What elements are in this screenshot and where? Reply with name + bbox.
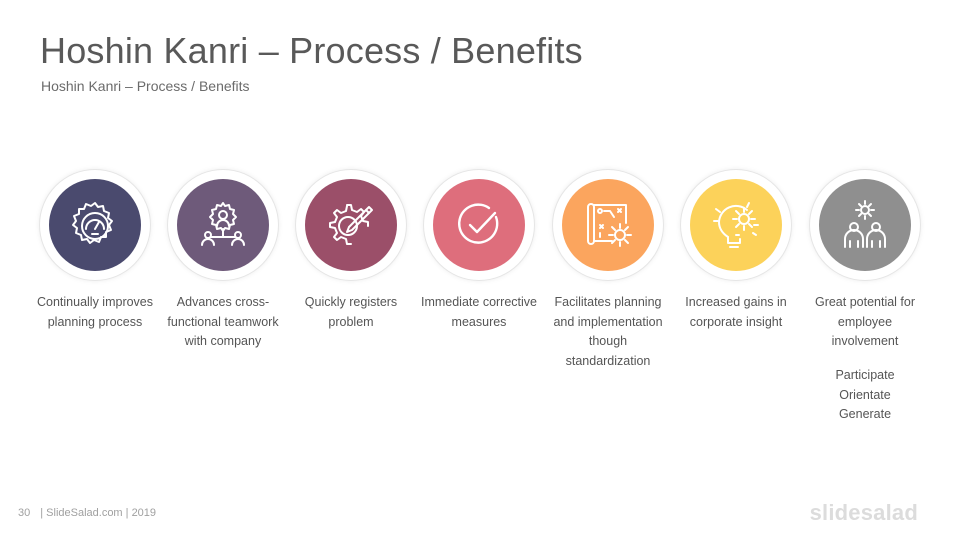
benefit-item-5: Facilitates planning and implementation … bbox=[549, 165, 667, 435]
involvement-item: Participate bbox=[835, 368, 895, 382]
benefit-item-3: Quickly registers problem bbox=[292, 165, 410, 435]
benefit-label: Great potential for employee involvement bbox=[814, 295, 916, 348]
badge-circle bbox=[177, 179, 269, 271]
footer-text: | SlideSalad.com | 2019 bbox=[40, 507, 157, 519]
benefit-item-2: Advances cross-functional teamwork with … bbox=[164, 165, 282, 435]
benefit-label: Quickly registers problem bbox=[304, 295, 398, 329]
badge-circle bbox=[562, 179, 654, 271]
people-gear-icon bbox=[835, 195, 895, 255]
benefit-label: Advances cross-functional teamwork with … bbox=[167, 295, 279, 348]
gear-pencil-icon bbox=[321, 195, 381, 255]
team-network-icon bbox=[193, 195, 253, 255]
lightbulb-gear-icon bbox=[706, 195, 766, 255]
badge-circle bbox=[690, 179, 782, 271]
benefit-badge bbox=[678, 167, 794, 283]
brand-logo: slidesalad bbox=[809, 500, 918, 525]
benefit-label: Increased gains in corporate insight bbox=[685, 295, 787, 329]
benefit-badge bbox=[37, 167, 153, 283]
benefit-item-7: Great potential for employee involvement… bbox=[806, 165, 924, 435]
benefit-item-1: Continually improves planning process bbox=[36, 165, 154, 435]
badge-circle bbox=[49, 179, 141, 271]
benefit-badge bbox=[293, 167, 409, 283]
benefit-badge bbox=[165, 167, 281, 283]
badge-circle bbox=[433, 179, 525, 271]
involvement-list: Participate Orientate Generate bbox=[806, 366, 924, 425]
slide-title: Hoshin Kanri – Process / Benefits bbox=[40, 30, 583, 71]
involvement-item: Generate bbox=[838, 407, 892, 421]
benefit-label: Facilitates planning and implementation … bbox=[553, 295, 663, 368]
slide-subtitle: Hoshin Kanri – Process / Benefits bbox=[41, 78, 250, 94]
benefits-row: Continually improves planning process bbox=[0, 165, 960, 435]
benefit-item-6: Increased gains in corporate insight bbox=[677, 165, 795, 435]
benefit-label: Immediate corrective measures bbox=[420, 295, 537, 329]
slide-footer: 30 | SlideSalad.com | 2019 bbox=[18, 507, 156, 519]
benefit-badge bbox=[550, 167, 666, 283]
page-number: 30 bbox=[18, 507, 31, 519]
benefit-badge bbox=[807, 167, 923, 283]
badge-circle bbox=[819, 179, 911, 271]
involvement-item: Orientate bbox=[839, 387, 891, 402]
strategy-plan-icon bbox=[578, 195, 638, 255]
benefit-badge bbox=[421, 167, 537, 283]
benefit-item-4: Immediate corrective measures bbox=[420, 165, 538, 435]
benefit-label: Continually improves planning process bbox=[36, 295, 154, 329]
speedometer-gear-icon bbox=[65, 195, 125, 255]
check-circle-icon bbox=[449, 195, 509, 255]
